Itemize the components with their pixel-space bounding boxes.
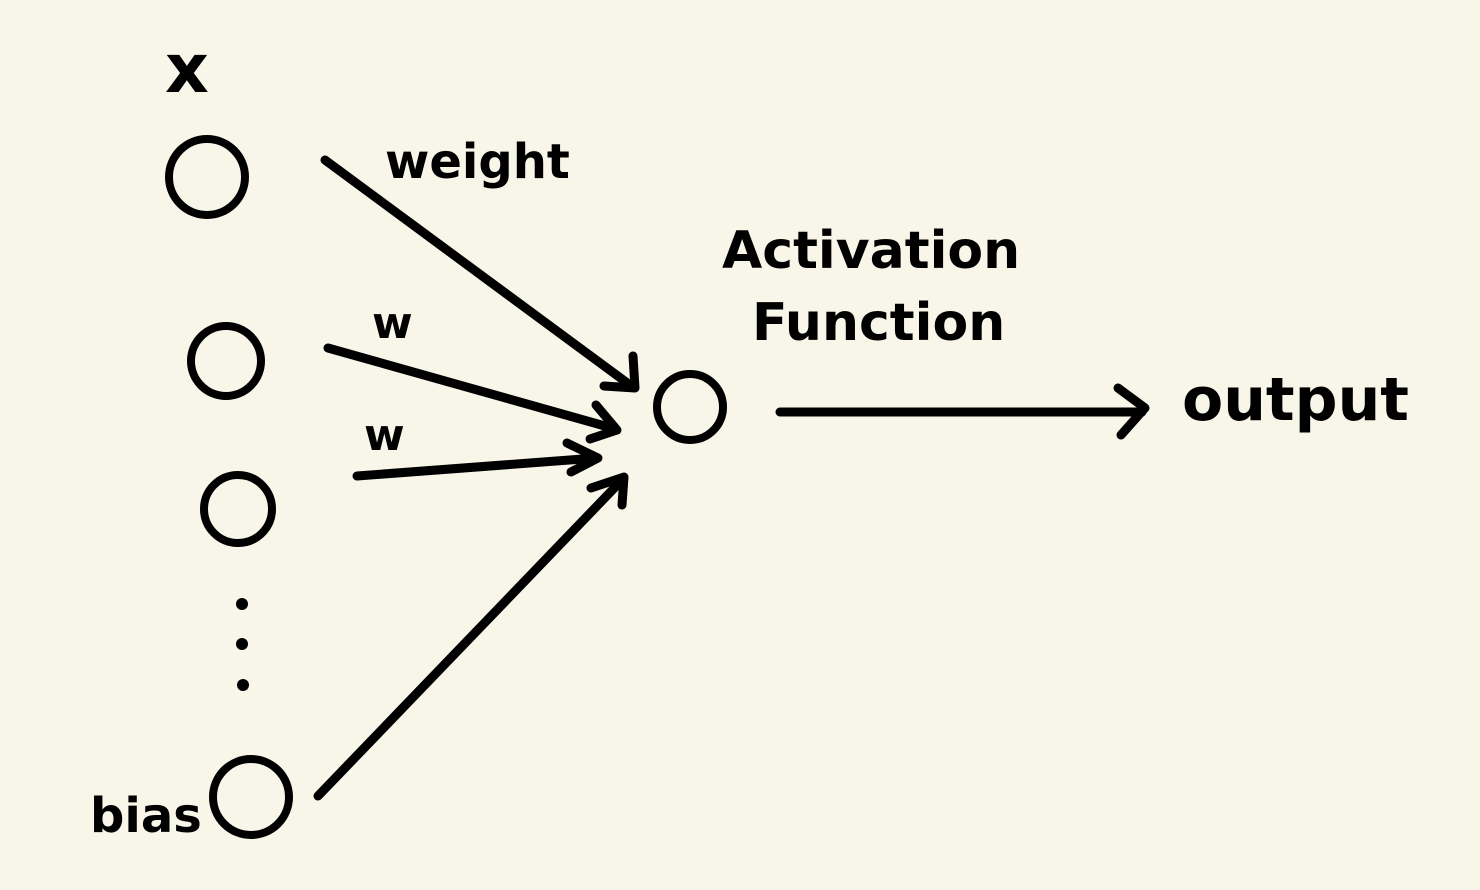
activation-node [653, 370, 727, 444]
weight-arrow-2 [323, 343, 622, 444]
input-node-1 [165, 135, 249, 219]
weight-arrow-1 [320, 155, 640, 393]
bias-node [209, 755, 293, 839]
weight-label-mid-1: w [372, 298, 413, 349]
ellipsis-dot-2 [236, 638, 248, 650]
activation-label-line-1: Activation [722, 221, 1020, 281]
input-node-2 [187, 322, 265, 400]
output-label: output [1182, 365, 1409, 435]
output-arrow [775, 383, 1150, 440]
bias-arrow [313, 472, 629, 801]
input-node-3 [200, 471, 276, 547]
bias-label: bias [90, 788, 202, 844]
input-label: x [165, 30, 209, 109]
activation-label-line-2: Function [752, 293, 1005, 353]
ellipsis-dot-1 [236, 598, 248, 610]
weight-label-top: weight [385, 134, 570, 190]
weight-label-mid-2: w [364, 410, 405, 461]
weight-arrow-3 [352, 438, 603, 481]
ellipsis-dot-3 [237, 679, 249, 691]
